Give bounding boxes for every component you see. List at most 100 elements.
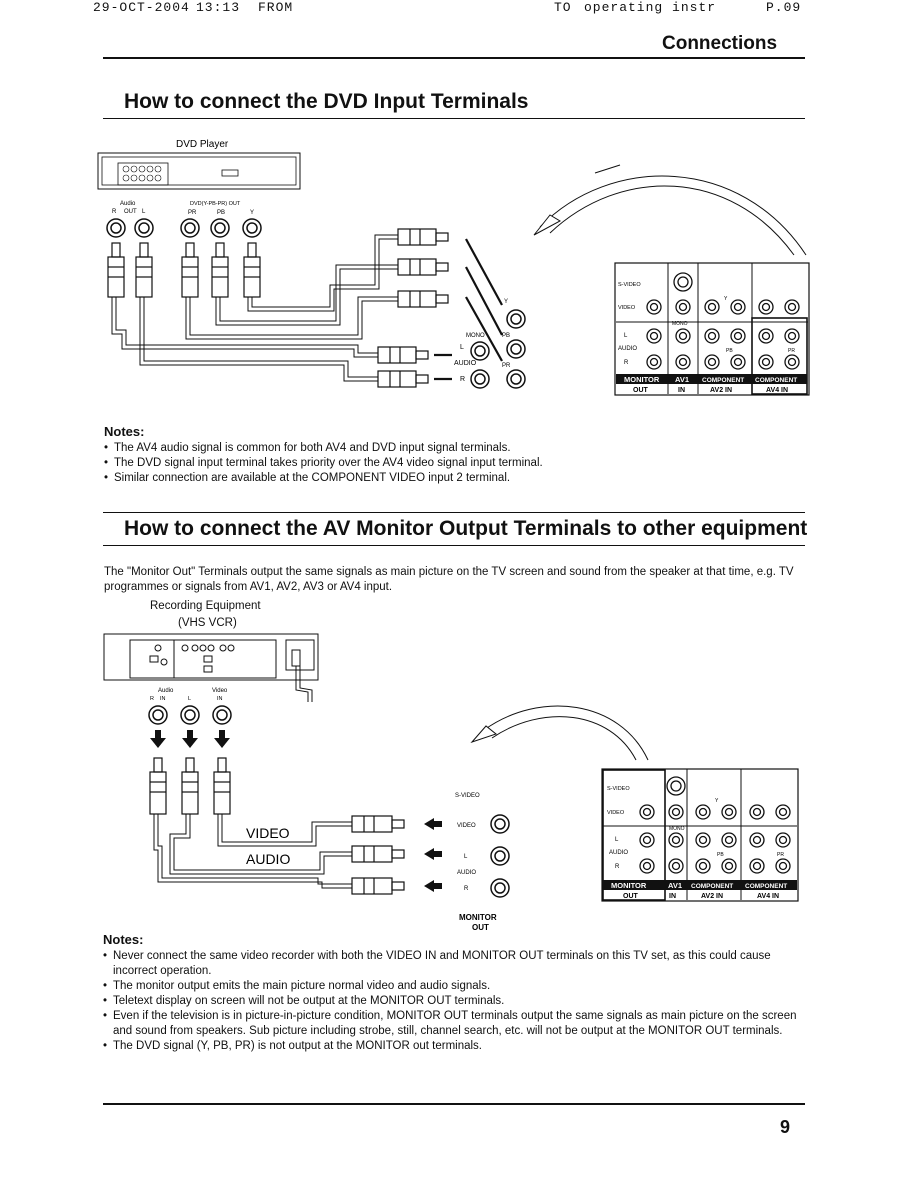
panel2-svideo-label: S-VIDEO: [607, 786, 630, 792]
monitor-l-label: L: [464, 854, 468, 860]
panel-av2-component-label: COMPONENT: [702, 377, 744, 384]
footer-rule: [103, 1103, 805, 1105]
panel-r-label: R: [624, 360, 629, 366]
panel2-in-label: IN: [669, 893, 676, 900]
monitor-left-arrows: [424, 818, 442, 892]
vcr-audio-l: L: [188, 696, 191, 702]
monitor-video-label: VIDEO: [457, 823, 476, 829]
vcr-video-label: Video: [212, 688, 228, 694]
audio-cable-label: AUDIO: [246, 851, 290, 867]
audio-l-label: L: [142, 209, 146, 215]
tv-pr-label: PR: [502, 363, 511, 369]
tv-pb-label: PB: [502, 333, 510, 339]
panel2-jacks: [639, 776, 791, 874]
vcr-video-in: IN: [217, 696, 223, 702]
tv-l-label: L: [460, 344, 464, 351]
monitor-note-item: Never connect the same video recorder wi…: [103, 949, 808, 979]
audio-out-label: Audio: [120, 201, 136, 207]
panel-out-label: OUT: [633, 387, 649, 394]
tv-input-jacks: [470, 309, 526, 389]
dvd-connection-diagram: DVD Player Audio R OUT L DVD(Y-PB-PR) OU…: [97, 139, 807, 389]
monitor-note-item: The DVD signal (Y, PB, PR) is not output…: [103, 1039, 808, 1054]
video-cable-label: VIDEO: [246, 825, 290, 841]
panel-pr-label: PR: [788, 348, 795, 354]
panel2-audio-label: AUDIO: [609, 850, 628, 856]
dvd-side-plugs: [377, 228, 449, 388]
panel-pb-label: PB: [726, 348, 733, 354]
vhs-vcr-label: (VHS VCR): [178, 617, 237, 629]
dvd-note-item: Similar connection are available at the …: [104, 471, 804, 486]
panel-av1-label: AV1: [675, 375, 689, 384]
monitor-notes-title: Notes:: [103, 932, 144, 947]
dvd-note-item: The AV4 audio signal is common for both …: [104, 441, 804, 456]
monitor-section-title: How to connect the AV Monitor Output Ter…: [124, 517, 808, 540]
vcr-audio-label: Audio: [158, 688, 174, 694]
vcr-cable-plugs: [149, 757, 231, 815]
dvd-out-label: DVD(Y-PB-PR) OUT: [190, 201, 241, 207]
vcr-audio-r: R: [150, 696, 154, 702]
dvd-player-label: DVD Player: [176, 139, 229, 150]
panel2-monitor-label: MONITOR: [611, 881, 647, 890]
dvd-note-item: The DVD signal input terminal takes prio…: [104, 456, 804, 471]
panel-av4in-label: AV4 IN: [766, 387, 788, 394]
panel-label-bar: [616, 374, 807, 384]
fax-to-name: operating instr: [584, 0, 717, 15]
dvd-section-title: How to connect the DVD Input Terminals: [124, 90, 529, 113]
tv-terminal-panel-bottom: S-VIDEO VIDEO L AUDIO R MONO Y PB PR MON…: [601, 768, 799, 902]
panel2-av1-label: AV1: [668, 881, 682, 890]
panel2-av4-component-label: COMPONENT: [745, 883, 787, 890]
panel2-pb-label: PB: [717, 852, 724, 858]
header-rule: [103, 57, 805, 59]
panel-av4-component-label: COMPONENT: [755, 377, 797, 384]
tv-audio-label: AUDIO: [454, 360, 477, 367]
tv-r-label: R: [460, 376, 465, 383]
dvd-notes: Notes: The AV4 audio signal is common fo…: [104, 424, 804, 486]
panel-svideo-label: S-VIDEO: [618, 282, 641, 288]
panel-mono-label: MONO: [672, 321, 688, 327]
monitor-note-item: Even if the television is in picture-in-…: [103, 1009, 808, 1039]
fax-page: P.09: [766, 0, 802, 15]
dvd-pr-label: PR: [188, 210, 197, 216]
fax-date: 29-OCT-2004: [93, 0, 190, 15]
monitor-connection-diagram: Audio R IN L Video IN VIDEO AUDIO S-VIDE…: [103, 633, 649, 932]
dvd-player-device: [97, 152, 301, 190]
tv-terminal-panel-top: S-VIDEO VIDEO L AUDIO R MONO Y PB PR MON…: [614, 262, 810, 396]
panel2-label-bar: [603, 880, 797, 890]
dvd-cable-plugs: [107, 242, 261, 298]
monitor-notes: Notes: Never connect the same video reco…: [103, 932, 808, 1054]
vcr-cables: [153, 814, 352, 889]
dvd-y-label: Y: [250, 210, 254, 216]
monitor-intro: The "Monitor Out" Terminals output the s…: [104, 566, 794, 593]
panel2-av2in-label: AV2 IN: [701, 893, 723, 900]
audio-r-label: R: [112, 209, 117, 215]
panel2-av4in-label: AV4 IN: [757, 893, 779, 900]
monitor-audio-label: AUDIO: [457, 870, 476, 876]
vcr-input-jacks: [148, 705, 232, 725]
panel-y-label: Y: [724, 296, 728, 302]
monitor-r-label: R: [464, 886, 469, 892]
panel2-mono-label: MONO: [669, 826, 685, 832]
panel-video-label: VIDEO: [618, 305, 636, 311]
dvd-pointer-arrow: [533, 164, 807, 256]
dvd-cables: [111, 234, 398, 382]
section-label: Connections: [662, 33, 778, 54]
monitor-top-rule: [103, 512, 805, 513]
recording-equipment-label: Recording Equipment: [150, 600, 261, 612]
monitor-title-rule: [103, 545, 805, 546]
monitor-note-item: The monitor output emits the main pictur…: [103, 979, 808, 994]
panel2-r-label: R: [615, 864, 620, 870]
dvd-notes-title: Notes:: [104, 424, 145, 439]
vcr-device: [103, 633, 319, 702]
dvd-output-jacks: [106, 218, 262, 238]
tv-mono-label: MONO: [466, 333, 485, 339]
panel2-video-label: VIDEO: [607, 810, 625, 816]
fax-to: TO: [554, 0, 572, 15]
panel-in-label: IN: [678, 387, 685, 394]
monitor-out-jacks: [490, 814, 510, 898]
fax-time: 13:13: [196, 0, 241, 15]
vcr-side-plugs: [351, 815, 405, 895]
panel-av2in-label: AV2 IN: [710, 387, 732, 394]
dvd-pb-label: PB: [217, 210, 225, 216]
monitor-out-title: MONITOR: [459, 913, 497, 922]
fax-from: FROM: [258, 0, 294, 15]
